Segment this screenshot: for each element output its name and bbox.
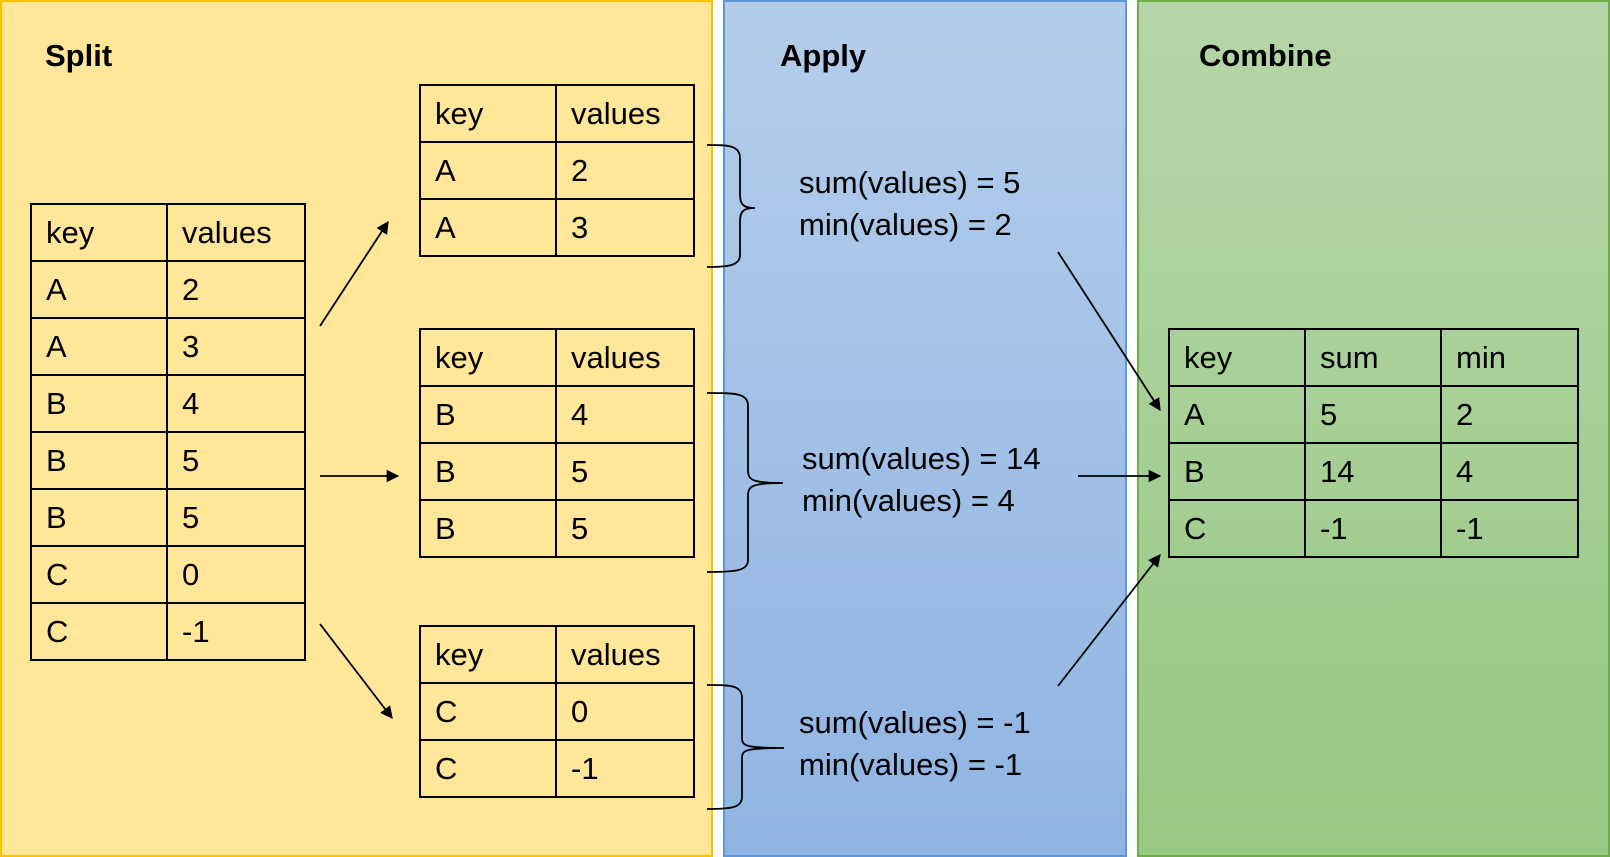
header-cell: key [419,84,557,143]
value-cell: -1 [166,602,306,661]
key-cell: B [30,488,168,547]
header-cell: sum [1304,328,1442,387]
header-cell: values [555,625,695,684]
header-cell: key [419,625,557,684]
value-cell: 5 [166,431,306,490]
key-cell: A [419,141,557,200]
table-row: B 4 [419,385,695,444]
apply-result-a: sum(values) = 5 min(values) = 2 [799,162,1020,246]
table-header-row: key sum min [1168,328,1579,387]
key-cell: C [419,739,557,798]
table-row: C 0 [30,545,306,604]
sum-result: sum(values) = 14 [802,441,1041,476]
min-result: min(values) = 2 [799,207,1012,242]
table-header-row: key values [419,328,695,387]
combined-table: key sum min A 5 2 B 14 4 C -1 -1 [1168,328,1579,558]
sum-cell: 5 [1304,385,1442,444]
value-cell: 4 [555,385,695,444]
table-row: A 3 [419,198,695,257]
split-title: Split [45,38,113,73]
header-cell: values [166,203,306,262]
apply-panel [723,0,1127,857]
sum-cell: 14 [1304,442,1442,501]
value-cell: 3 [166,317,306,376]
group-table-c: key values C 0 C -1 [419,625,695,798]
header-cell: key [1168,328,1306,387]
table-row: B 14 4 [1168,442,1579,501]
key-cell: B [1168,442,1306,501]
key-cell: B [30,431,168,490]
table-row: A 5 2 [1168,385,1579,444]
arrow-result-a-to-combine [1057,251,1161,412]
group-table-a: key values A 2 A 3 [419,84,695,257]
combine-title: Combine [1199,38,1332,73]
header-cell: values [555,328,695,387]
table-row: C -1 -1 [1168,499,1579,558]
table-row: C -1 [419,739,695,798]
header-cell: key [419,328,557,387]
value-cell: -1 [555,739,695,798]
header-cell: key [30,203,168,262]
table-row: A 2 [419,141,695,200]
header-cell: values [555,84,695,143]
key-cell: B [30,374,168,433]
group-table-b: key values B 4 B 5 B 5 [419,328,695,558]
table-row: B 5 [30,431,306,490]
key-cell: A [1168,385,1306,444]
min-cell: -1 [1440,499,1579,558]
table-header-row: key values [419,625,695,684]
header-cell: min [1440,328,1579,387]
table-row: A 2 [30,260,306,319]
key-cell: B [419,385,557,444]
sum-cell: -1 [1304,499,1442,558]
table-row: B 5 [419,442,695,501]
arrow-split-to-a [319,220,389,327]
value-cell: 0 [166,545,306,604]
min-cell: 4 [1440,442,1579,501]
value-cell: 2 [555,141,695,200]
apply-result-c: sum(values) = -1 min(values) = -1 [799,702,1031,786]
arrow-result-c-to-combine [1057,554,1161,687]
value-cell: 3 [555,198,695,257]
sum-result: sum(values) = -1 [799,705,1031,740]
apply-title: Apply [780,38,867,73]
value-cell: 5 [555,499,695,558]
apply-result-b: sum(values) = 14 min(values) = 4 [802,438,1041,522]
key-cell: C [30,545,168,604]
table-header-row: key values [30,203,306,262]
table-row: C 0 [419,682,695,741]
value-cell: 4 [166,374,306,433]
sum-result: sum(values) = 5 [799,165,1021,200]
key-cell: A [30,317,168,376]
arrow-split-to-c [319,623,393,720]
key-cell: C [419,682,557,741]
key-cell: B [419,499,557,558]
value-cell: 5 [166,488,306,547]
table-row: B 4 [30,374,306,433]
min-result: min(values) = -1 [799,747,1023,782]
brace-group-c [706,684,785,810]
value-cell: 5 [555,442,695,501]
key-cell: A [30,260,168,319]
brace-group-b [706,392,784,573]
brace-group-a [706,144,756,268]
min-result: min(values) = 4 [802,483,1015,518]
key-cell: C [30,602,168,661]
value-cell: 2 [166,260,306,319]
table-header-row: key values [419,84,695,143]
value-cell: 0 [555,682,695,741]
table-row: A 3 [30,317,306,376]
key-cell: A [419,198,557,257]
key-cell: B [419,442,557,501]
table-row: B 5 [30,488,306,547]
key-cell: C [1168,499,1306,558]
source-table: key values A 2 A 3 B 4 B 5 B 5 C 0 C -1 [30,203,306,661]
min-cell: 2 [1440,385,1579,444]
table-row: B 5 [419,499,695,558]
table-row: C -1 [30,602,306,661]
